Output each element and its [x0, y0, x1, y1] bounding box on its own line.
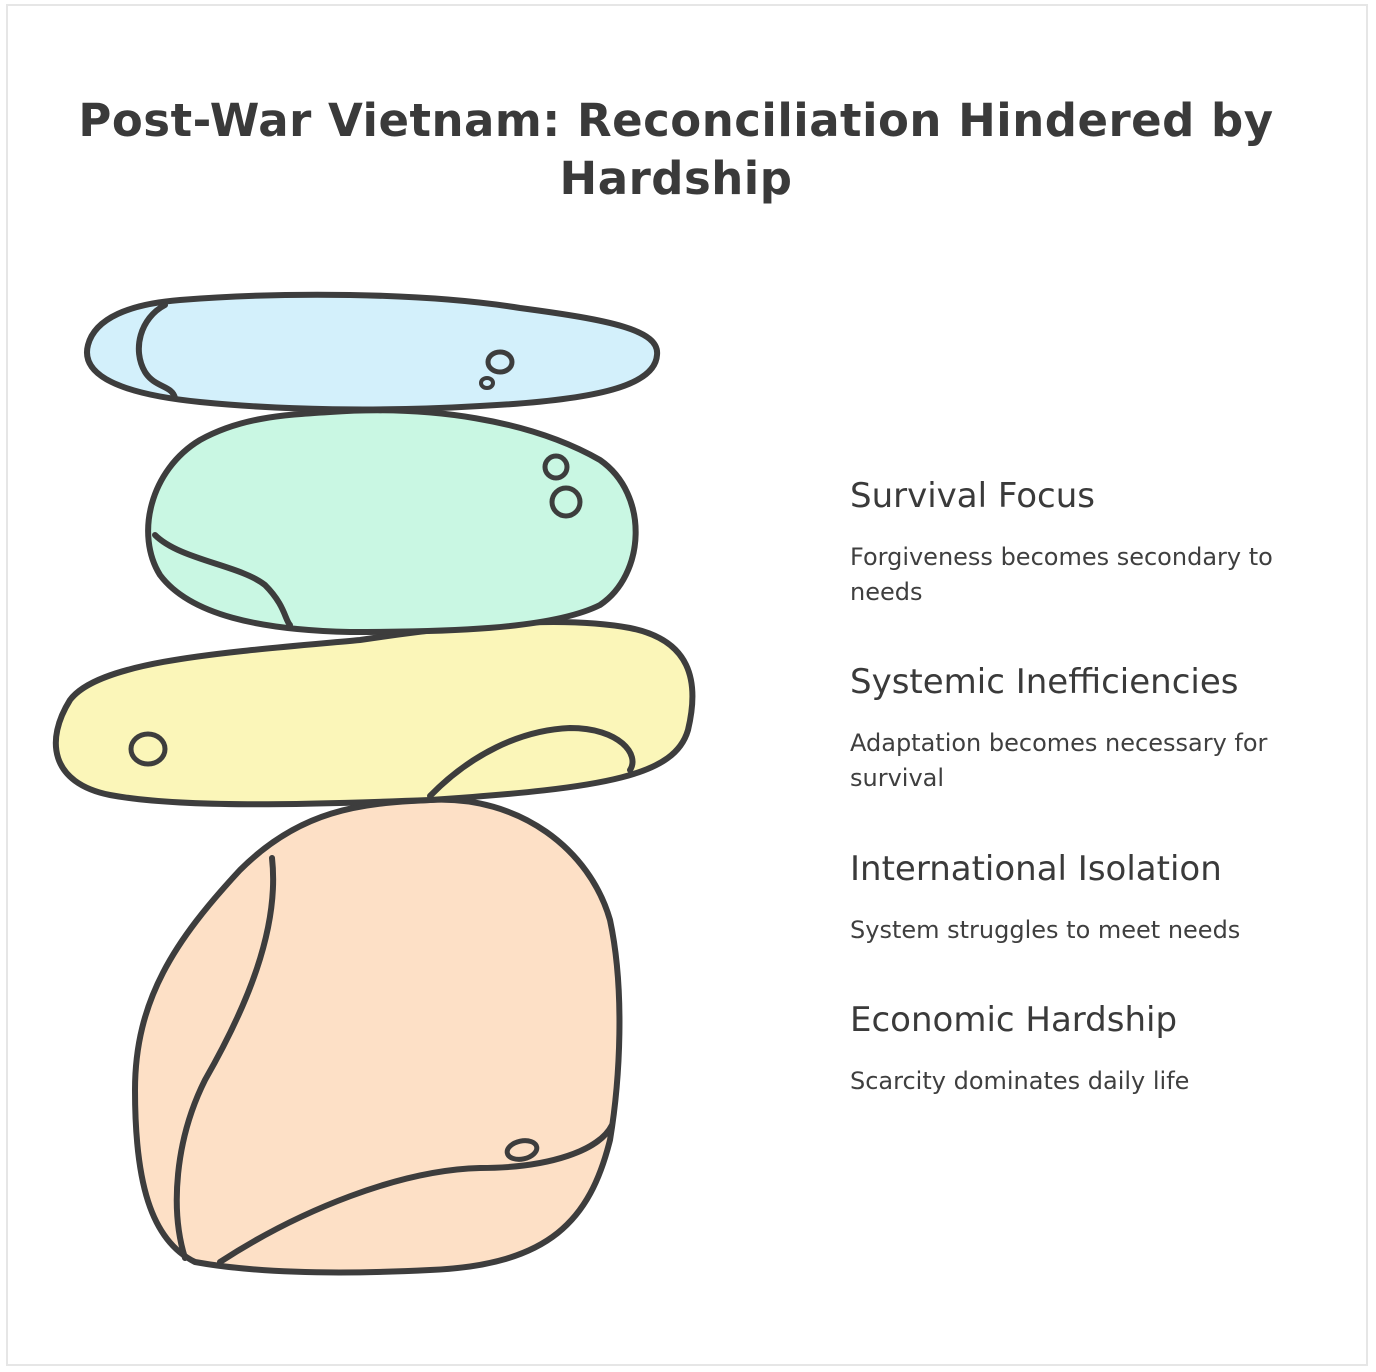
layer-label-survival-focus: Survival Focus Forgiveness becomes secon… — [850, 476, 1320, 610]
stone-pebble — [549, 485, 583, 519]
stone-international-isolation — [52, 619, 696, 808]
stone-outline — [84, 291, 661, 413]
stone-economic-hardship — [132, 796, 623, 1276]
layer-label-economic-hardship: Economic Hardship Scarcity dominates dai… — [850, 1000, 1320, 1099]
layer-title: Survival Focus — [850, 476, 1095, 516]
layer-label-systemic-inefficiencies: Systemic Inefficiencies Adaptation becom… — [850, 662, 1320, 796]
layer-description: Scarcity dominates daily life — [850, 1067, 1190, 1095]
stone-fill — [86, 294, 658, 410]
stone-systemic-inefficiencies — [145, 407, 639, 635]
layer-title: International Isolation — [850, 849, 1222, 889]
stone-outline — [52, 619, 696, 808]
stone-crack-line — [135, 302, 178, 401]
stone-crack-line — [173, 855, 277, 1261]
layer-label-international-isolation: International Isolation System struggles… — [850, 849, 1320, 948]
stone-outline — [132, 796, 623, 1276]
stone-crack-line — [152, 532, 293, 628]
layer-title: Economic Hardship — [850, 1000, 1178, 1040]
stone-pebble — [504, 1138, 540, 1162]
layer-description: Forgiveness becomes secondary to needs — [850, 543, 1273, 606]
layer-description: Adaptation becomes necessary for surviva… — [850, 729, 1268, 792]
stone-pebble — [542, 453, 570, 481]
stone-fill — [135, 799, 620, 1273]
stone-crack-line — [217, 1122, 615, 1265]
stone-pebble — [485, 349, 515, 375]
stone-fill — [148, 410, 636, 632]
stone-outline — [145, 407, 639, 635]
diagram-title: Post-War Vietnam: Reconciliation Hindere… — [78, 94, 1274, 205]
layer-title: Systemic Inefficiencies — [850, 662, 1239, 702]
stone-survival-focus — [84, 291, 661, 413]
layer-description: System struggles to meet needs — [850, 916, 1241, 944]
stone-crack-line — [427, 724, 636, 799]
stone-fill — [55, 621, 693, 805]
stone-pebble — [479, 376, 495, 390]
stone-pebble — [128, 731, 168, 767]
